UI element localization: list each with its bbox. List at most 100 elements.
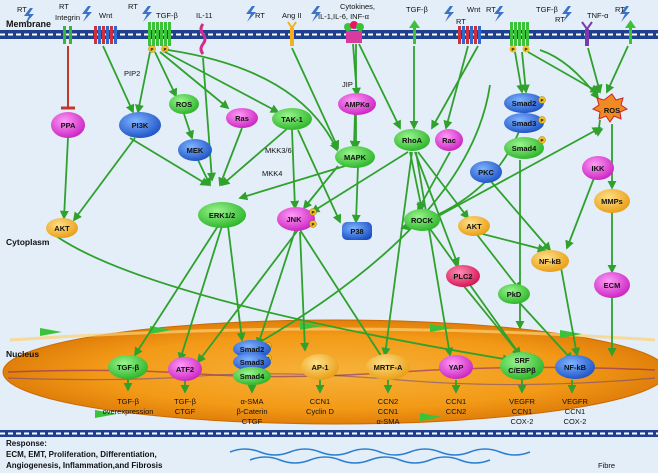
ampk-node: AMPKα (338, 93, 376, 115)
svg-text:ERK1/2: ERK1/2 (209, 211, 235, 220)
cytoplasm-label: Cytoplasm (6, 237, 50, 247)
smad-stack-cytoplasm: Smad2 Smad3 Smad4 (504, 93, 544, 159)
tgfb-receptor-icon (148, 22, 171, 53)
nuclear-smad-stack: Smad2 Smad3 Smad4 (233, 340, 271, 385)
output-atf2-2: CTGF (175, 407, 196, 416)
tgfb2-receptor-icon (509, 22, 530, 53)
svg-text:AKT: AKT (466, 222, 482, 231)
pip2-label: PIP2 (124, 69, 140, 78)
svg-text:P: P (163, 47, 166, 52)
response-title: Response: (6, 439, 47, 448)
rt-label: RT (486, 5, 496, 14)
output-tgfb-1: TGF-β (117, 397, 139, 406)
rt-label: RT (555, 15, 565, 24)
rt-label: RT (59, 2, 69, 11)
svg-text:Rac: Rac (442, 136, 456, 145)
svg-text:Smad2: Smad2 (240, 345, 265, 354)
fibre-label: Fibre (598, 461, 615, 470)
svg-text:AMPKα: AMPKα (345, 102, 371, 109)
tnfa-receptor-icon (581, 21, 593, 46)
nuclear-nfkb-node: NF-kB (555, 355, 595, 379)
tgfb2-label: TGF-β (536, 5, 558, 14)
svg-text:YAP: YAP (449, 363, 464, 372)
svg-text:AP-1: AP-1 (311, 363, 328, 372)
mmps-node: MMPs (594, 189, 630, 213)
rhoa-node: RhoA (394, 129, 430, 151)
rt-label: RT (615, 5, 625, 14)
output-mrtf-3: α-SMA (376, 417, 399, 426)
ros-node-right: ROS (591, 93, 629, 123)
svg-text:AKT: AKT (54, 224, 70, 233)
svg-text:P: P (311, 210, 314, 215)
smad4-cyto: Smad4 (512, 144, 537, 153)
wnt-label: Wnt (99, 11, 113, 20)
svg-text:Ras: Ras (235, 114, 249, 123)
svg-text:P: P (524, 47, 527, 52)
ras-node: Ras (226, 108, 258, 128)
svg-text:JNK: JNK (286, 215, 302, 224)
svg-text:ATF2: ATF2 (176, 365, 194, 374)
fibre-waves (229, 448, 531, 464)
svg-text:NF-kB: NF-kB (564, 363, 587, 372)
ppa-node: PPA (51, 112, 85, 138)
output-atf2-1: TGF-β (174, 397, 196, 406)
svg-text:C/EBPβ: C/EBPβ (508, 366, 536, 375)
jnk-node: JNK (277, 207, 315, 231)
pkd-node: PkD (498, 284, 530, 304)
tak1-node: TAK-1 (272, 108, 312, 130)
output-nfkb-1: VEGFR (562, 397, 588, 406)
tgfb-ligand-label: TGF-β (156, 11, 178, 20)
cytokine-receptor-icon (344, 21, 364, 43)
lightning-bolt-icon (24, 6, 630, 24)
ros-node-left: ROS (169, 94, 199, 114)
akt-node-left: AKT (46, 218, 78, 238)
output-smad-2: β-Caterin (237, 407, 268, 416)
gene-outputs: TGF-β overexpression TGF-β CTGF α-SMA β-… (103, 397, 589, 426)
nuclear-srf-node: SRF C/EBPβ (500, 352, 544, 380)
integrin-label: Integrin (55, 13, 80, 22)
svg-text:MAPK: MAPK (344, 153, 367, 162)
response-line-1: ECM, EMT, Proliferation, Differentiation… (6, 450, 157, 459)
nuclear-tgfb-node: TGF-β (108, 355, 148, 379)
output-mrtf-2: CCN1 (378, 407, 398, 416)
svg-text:PLC2: PLC2 (453, 272, 472, 281)
svg-text:P: P (311, 222, 314, 227)
rt-label: RT (17, 5, 27, 14)
smad2-cyto: Smad2 (512, 99, 537, 108)
svg-text:NF-kB: NF-kB (539, 257, 562, 266)
svg-text:Smad3: Smad3 (240, 358, 265, 367)
output-srf-2: CCN1 (512, 407, 532, 416)
svg-text:PI3K: PI3K (132, 121, 149, 130)
cytokines-label-1: Cytokines, (340, 2, 375, 11)
svg-text:ROS: ROS (176, 100, 192, 109)
svg-text:MMPs: MMPs (601, 197, 623, 206)
nuclear-mrtfa-node: MRTF-A (366, 354, 410, 380)
mkk36-label: MKK3/6 (265, 146, 292, 155)
pi3k-node: PI3K (119, 112, 161, 138)
output-nfkb-2: CCN1 (565, 407, 585, 416)
smad3-cyto: Smad3 (512, 119, 537, 128)
pathway-arrows (55, 43, 629, 394)
svg-text:ECM: ECM (604, 281, 621, 290)
svg-text:SRF: SRF (515, 356, 530, 365)
svg-text:TGF-β: TGF-β (117, 363, 139, 372)
wnt-receptor-icon (94, 26, 117, 44)
pkc-node: PKC (470, 161, 502, 183)
rt-out-arrow-icon (625, 20, 636, 44)
output-tgfb-2: overexpression (103, 407, 154, 416)
nuclear-atf2-node: ATF2 (168, 357, 202, 381)
jip-label: JIP (342, 80, 353, 89)
svg-text:P: P (540, 98, 543, 103)
nfkb-node-cytoplasm: NF-kB (531, 250, 569, 272)
nucleus-label: Nucleus (6, 349, 39, 359)
mkk4-label: MKK4 (262, 169, 282, 178)
nuclear-yap-node: YAP (439, 355, 473, 379)
svg-text:MRTF-A: MRTF-A (374, 363, 403, 372)
svg-text:P: P (150, 47, 153, 52)
integrin-receptor-icon (63, 26, 72, 44)
output-yap-2: CCN2 (446, 407, 466, 416)
svg-text:PPA: PPA (61, 121, 76, 130)
p38-node: P38 (342, 222, 372, 240)
